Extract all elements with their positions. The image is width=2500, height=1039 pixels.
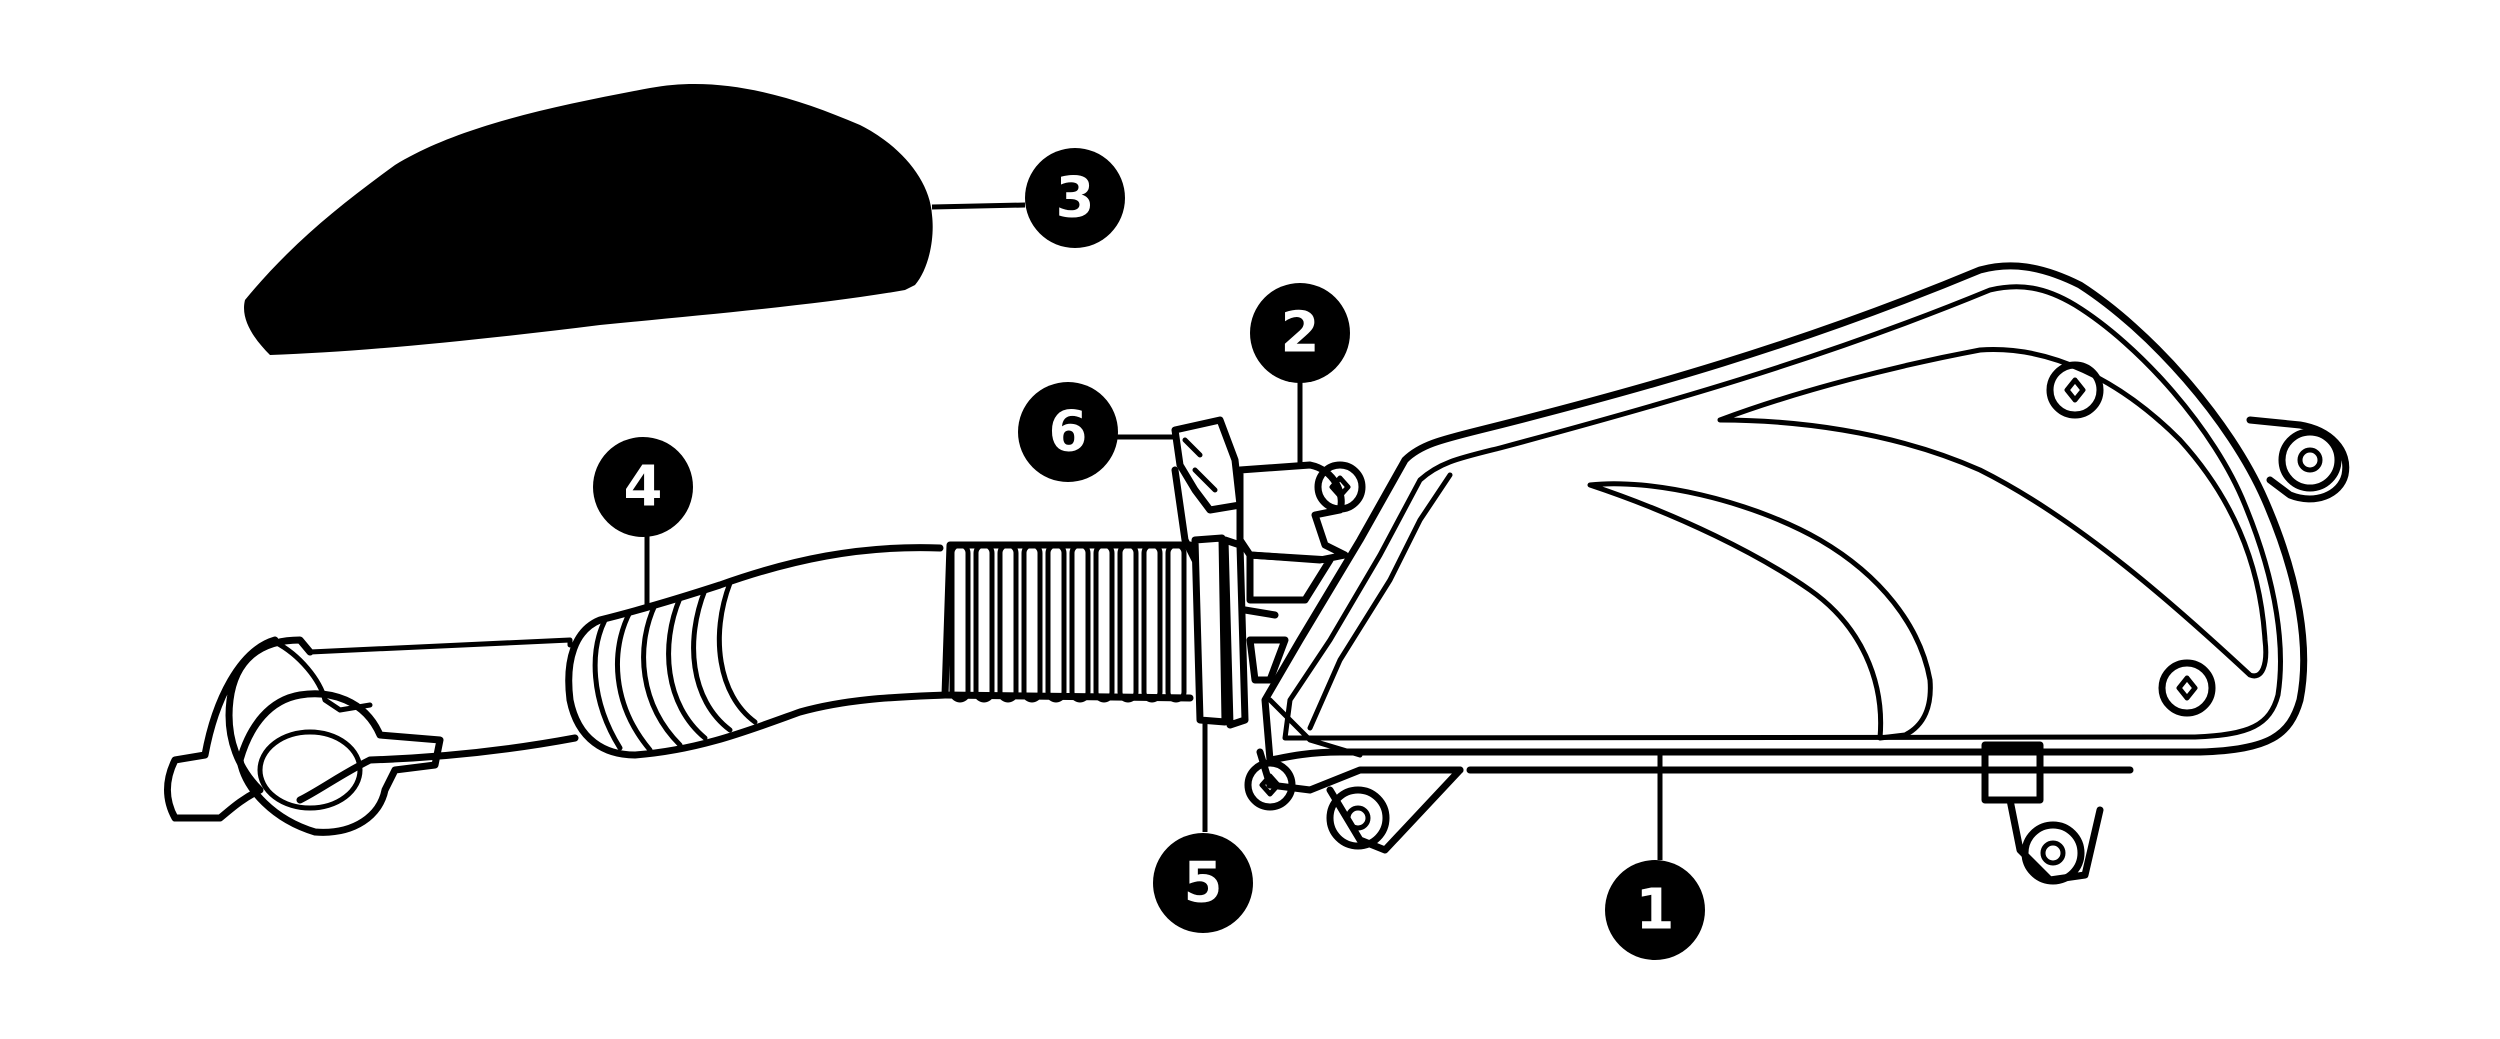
svg-text:1: 1 <box>1636 878 1675 943</box>
svg-text:6: 6 <box>1049 400 1088 465</box>
air-box-housing-part <box>1256 262 2350 884</box>
callout-4: 4 <box>593 437 693 537</box>
callout-5: 5 <box>1153 833 1253 933</box>
callout-3: 3 <box>1025 148 1125 248</box>
callout-2: 2 <box>1250 283 1350 383</box>
intake-hose-part <box>164 541 1194 836</box>
callout-1: 1 <box>1605 860 1705 960</box>
callout-6: 6 <box>1018 382 1118 482</box>
svg-text:4: 4 <box>624 455 663 520</box>
clamp-part <box>1171 416 1244 564</box>
leader-line-3 <box>931 202 1026 210</box>
filter-element-part <box>244 83 933 355</box>
hose-corrugations <box>949 542 1187 703</box>
svg-text:2: 2 <box>1281 301 1320 366</box>
gasket-ring-part <box>1191 534 1249 729</box>
mounting-bolts <box>1244 361 2342 885</box>
svg-text:5: 5 <box>1184 851 1223 916</box>
svg-text:3: 3 <box>1056 166 1095 231</box>
duct-connector-part <box>1236 461 1349 684</box>
